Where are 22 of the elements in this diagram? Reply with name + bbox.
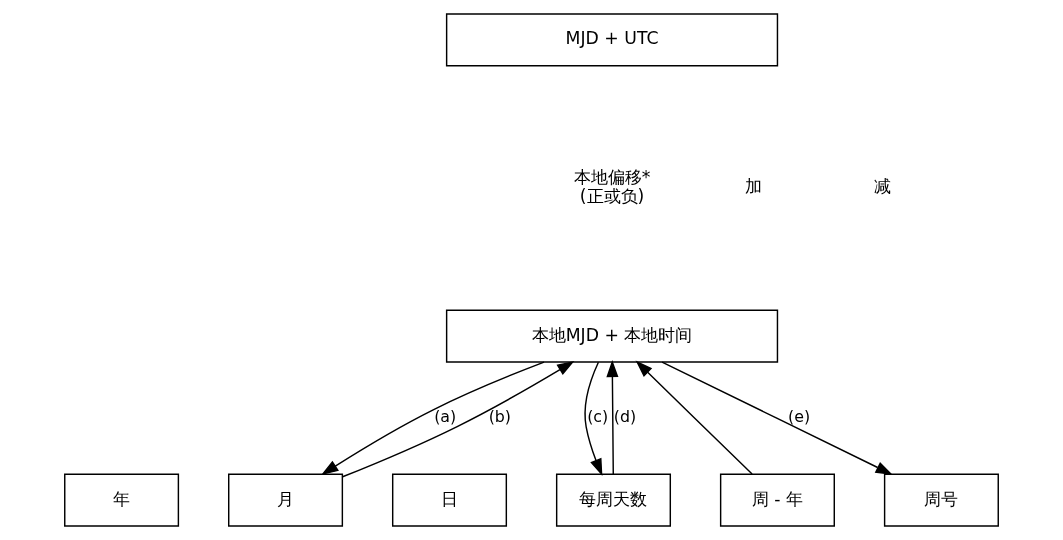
edge-label: (a)	[434, 407, 457, 427]
node-box: 每周天数	[555, 473, 671, 527]
edge-label: (d)	[613, 407, 637, 427]
arrow	[606, 359, 619, 475]
edge-label: (e)	[788, 407, 811, 427]
node-box: 日	[391, 473, 508, 527]
node-box: 周号	[883, 473, 999, 527]
node-box: 月	[228, 473, 344, 527]
node-box: 本地MJD + 本地时间	[445, 309, 779, 363]
node-box: 周 - 年	[719, 473, 835, 527]
node-box: MJD + UTC	[445, 13, 779, 67]
label: 减	[873, 176, 891, 197]
arrow	[635, 360, 753, 475]
arrow	[341, 360, 575, 478]
label: 本地偏移* (正或负)	[573, 167, 651, 206]
node-box: 年	[64, 473, 180, 527]
arrow	[661, 361, 893, 475]
edge-label: (b)	[488, 407, 512, 427]
label: 加	[744, 176, 762, 197]
arrow	[584, 361, 603, 477]
arrow	[321, 361, 545, 476]
edge-label: (c)	[587, 407, 609, 427]
